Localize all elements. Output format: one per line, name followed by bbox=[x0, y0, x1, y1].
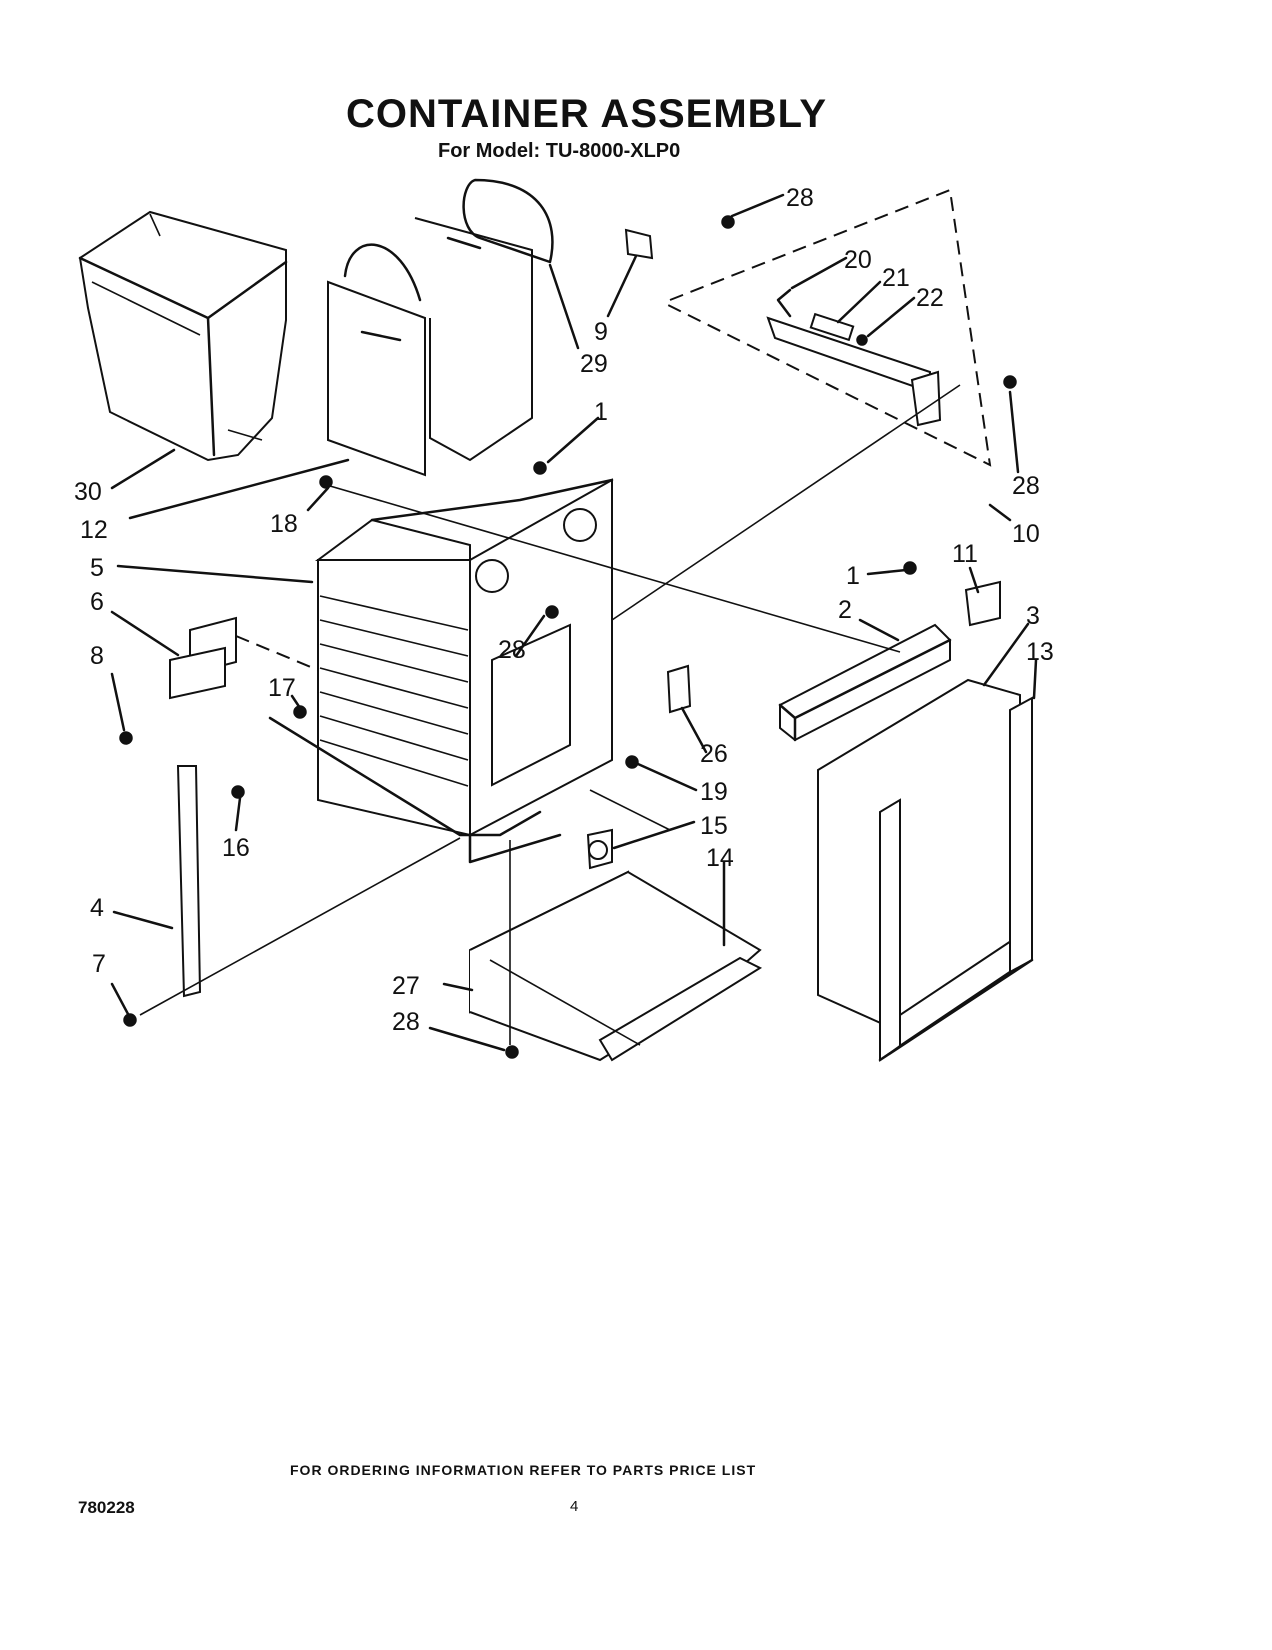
callout-14: 14 bbox=[706, 844, 734, 872]
page-title: CONTAINER ASSEMBLY bbox=[346, 92, 828, 136]
part-top-panel bbox=[624, 188, 992, 467]
callout-28-center: 28 bbox=[498, 636, 526, 664]
callout-8: 8 bbox=[90, 642, 104, 670]
callout-20: 20 bbox=[844, 246, 872, 274]
document-number: 780228 bbox=[78, 1498, 135, 1517]
part-latch bbox=[964, 580, 1001, 627]
page-number: 4 bbox=[570, 1498, 579, 1515]
callout-21: 21 bbox=[882, 264, 910, 292]
screws bbox=[119, 215, 1017, 1059]
part-liner-panels bbox=[327, 178, 554, 477]
ordering-note: FOR ORDERING INFORMATION REFER TO PARTS … bbox=[290, 1462, 757, 1478]
callout-18: 18 bbox=[270, 510, 298, 538]
callout-4: 4 bbox=[90, 894, 104, 922]
part-switch bbox=[666, 664, 692, 714]
callout-15: 15 bbox=[700, 812, 728, 840]
callout-10: 10 bbox=[1012, 520, 1040, 548]
callout-30: 30 bbox=[74, 478, 102, 506]
callout-27: 27 bbox=[392, 972, 420, 1000]
callout-16: 16 bbox=[222, 834, 250, 862]
callout-labels: 28 20 21 22 9 29 1 30 12 18 28 10 5 11 1… bbox=[74, 184, 1054, 1036]
callout-1-center: 1 bbox=[594, 398, 608, 426]
part-door-frame bbox=[878, 696, 1034, 1062]
callout-9: 9 bbox=[594, 318, 608, 346]
part-side-strip bbox=[176, 765, 202, 998]
callout-28-right: 28 bbox=[1012, 472, 1040, 500]
callout-11: 11 bbox=[952, 540, 978, 568]
part-container-bag bbox=[78, 210, 288, 462]
model-subtitle: For Model: TU-8000-XLP0 bbox=[438, 140, 681, 162]
callout-1-right: 1 bbox=[846, 562, 860, 590]
part-trim-strip bbox=[778, 623, 952, 742]
callout-2: 2 bbox=[838, 596, 852, 624]
callout-26: 26 bbox=[700, 740, 728, 768]
callout-17: 17 bbox=[268, 674, 296, 702]
alignment-lines bbox=[139, 384, 961, 1046]
callout-19: 19 bbox=[700, 778, 728, 806]
callout-3: 3 bbox=[1026, 602, 1040, 630]
leader-lines bbox=[110, 193, 1038, 1052]
part-hinge-bracket bbox=[169, 616, 319, 700]
callout-13: 13 bbox=[1026, 638, 1054, 666]
callout-28-top: 28 bbox=[786, 184, 814, 212]
part-door-panel bbox=[817, 678, 1021, 1027]
callout-5: 5 bbox=[90, 554, 104, 582]
callout-22: 22 bbox=[916, 284, 944, 312]
callout-28-bottom: 28 bbox=[392, 1008, 420, 1036]
part-kick-plate bbox=[469, 870, 763, 1062]
callout-6: 6 bbox=[90, 588, 104, 616]
callout-12: 12 bbox=[80, 516, 108, 544]
callout-29: 29 bbox=[580, 350, 608, 378]
callout-7: 7 bbox=[92, 950, 106, 978]
part-knob bbox=[586, 828, 613, 870]
part-container-frame bbox=[268, 478, 614, 864]
